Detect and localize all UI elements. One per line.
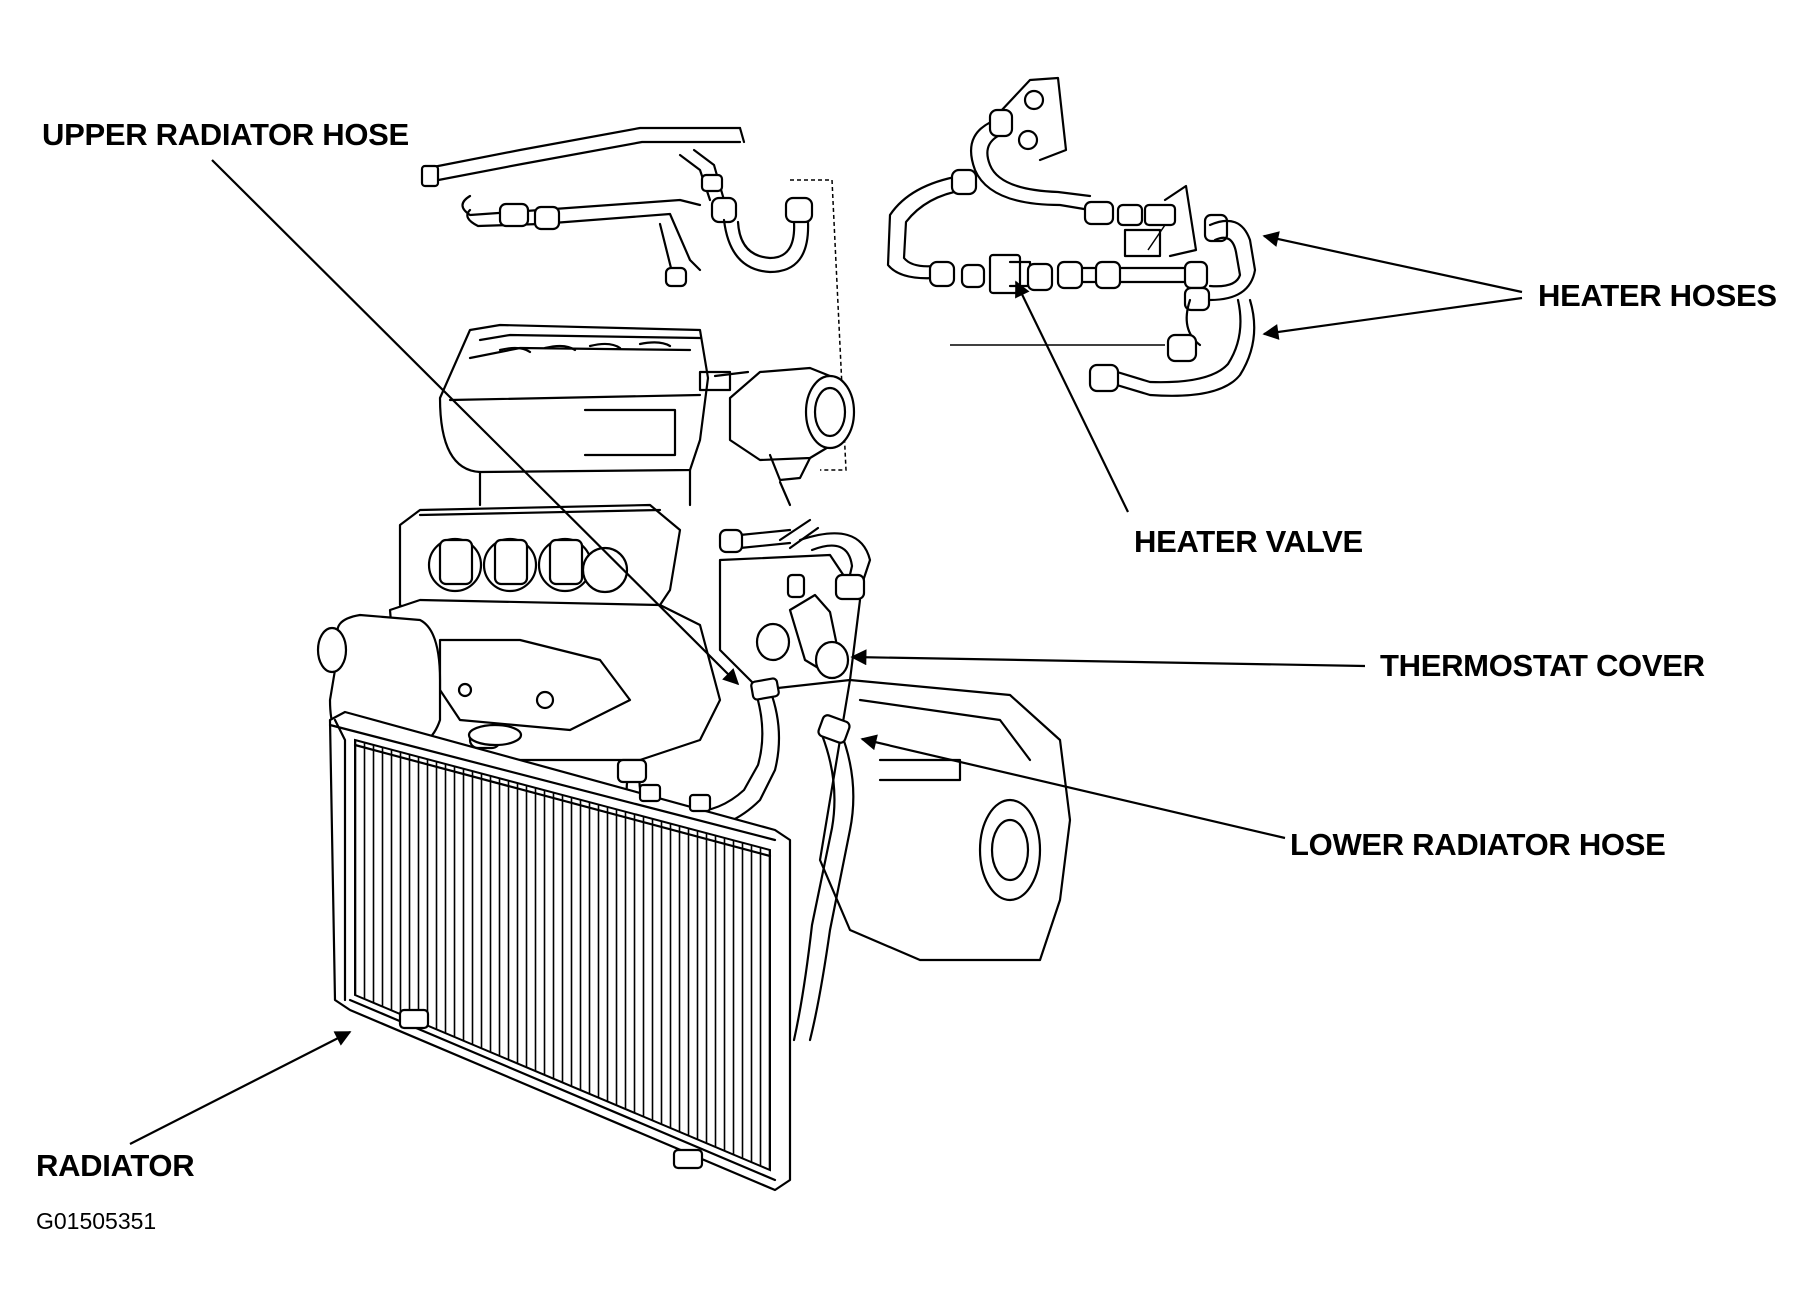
radiator-shape (328, 710, 792, 1192)
heater-hose-assembly (886, 76, 1257, 397)
thermostat-housing (718, 518, 872, 680)
label-upper-radiator-hose: UPPER RADIATOR HOSE (42, 117, 409, 152)
label-thermostat-cover: THERMOSTAT COVER (1380, 648, 1705, 683)
engine-block (388, 503, 1072, 962)
heater-hoses-leader-bottom (1262, 296, 1523, 340)
heater-valve-leader (1015, 280, 1129, 513)
thermostat-cover-leader (850, 649, 1366, 668)
heater-hoses-leader-top (1262, 231, 1523, 294)
label-lower-radiator-hose: LOWER RADIATOR HOSE (1290, 827, 1666, 862)
radiator-leader (129, 1031, 352, 1145)
intake-manifold (438, 323, 856, 507)
upper-bypass-hoses (420, 126, 847, 471)
label-radiator: RADIATOR (36, 1148, 195, 1183)
lower-radiator-hose-leader (860, 734, 1286, 840)
upper-radiator-hose-leader (211, 159, 740, 686)
leader-lines (129, 159, 1523, 1145)
figure-code: G01505351 (36, 1208, 157, 1234)
lower-radiator-hose-shape (792, 714, 855, 1042)
label-heater-valve: HEATER VALVE (1134, 524, 1363, 559)
label-heater-hoses: HEATER HOSES (1538, 278, 1777, 313)
